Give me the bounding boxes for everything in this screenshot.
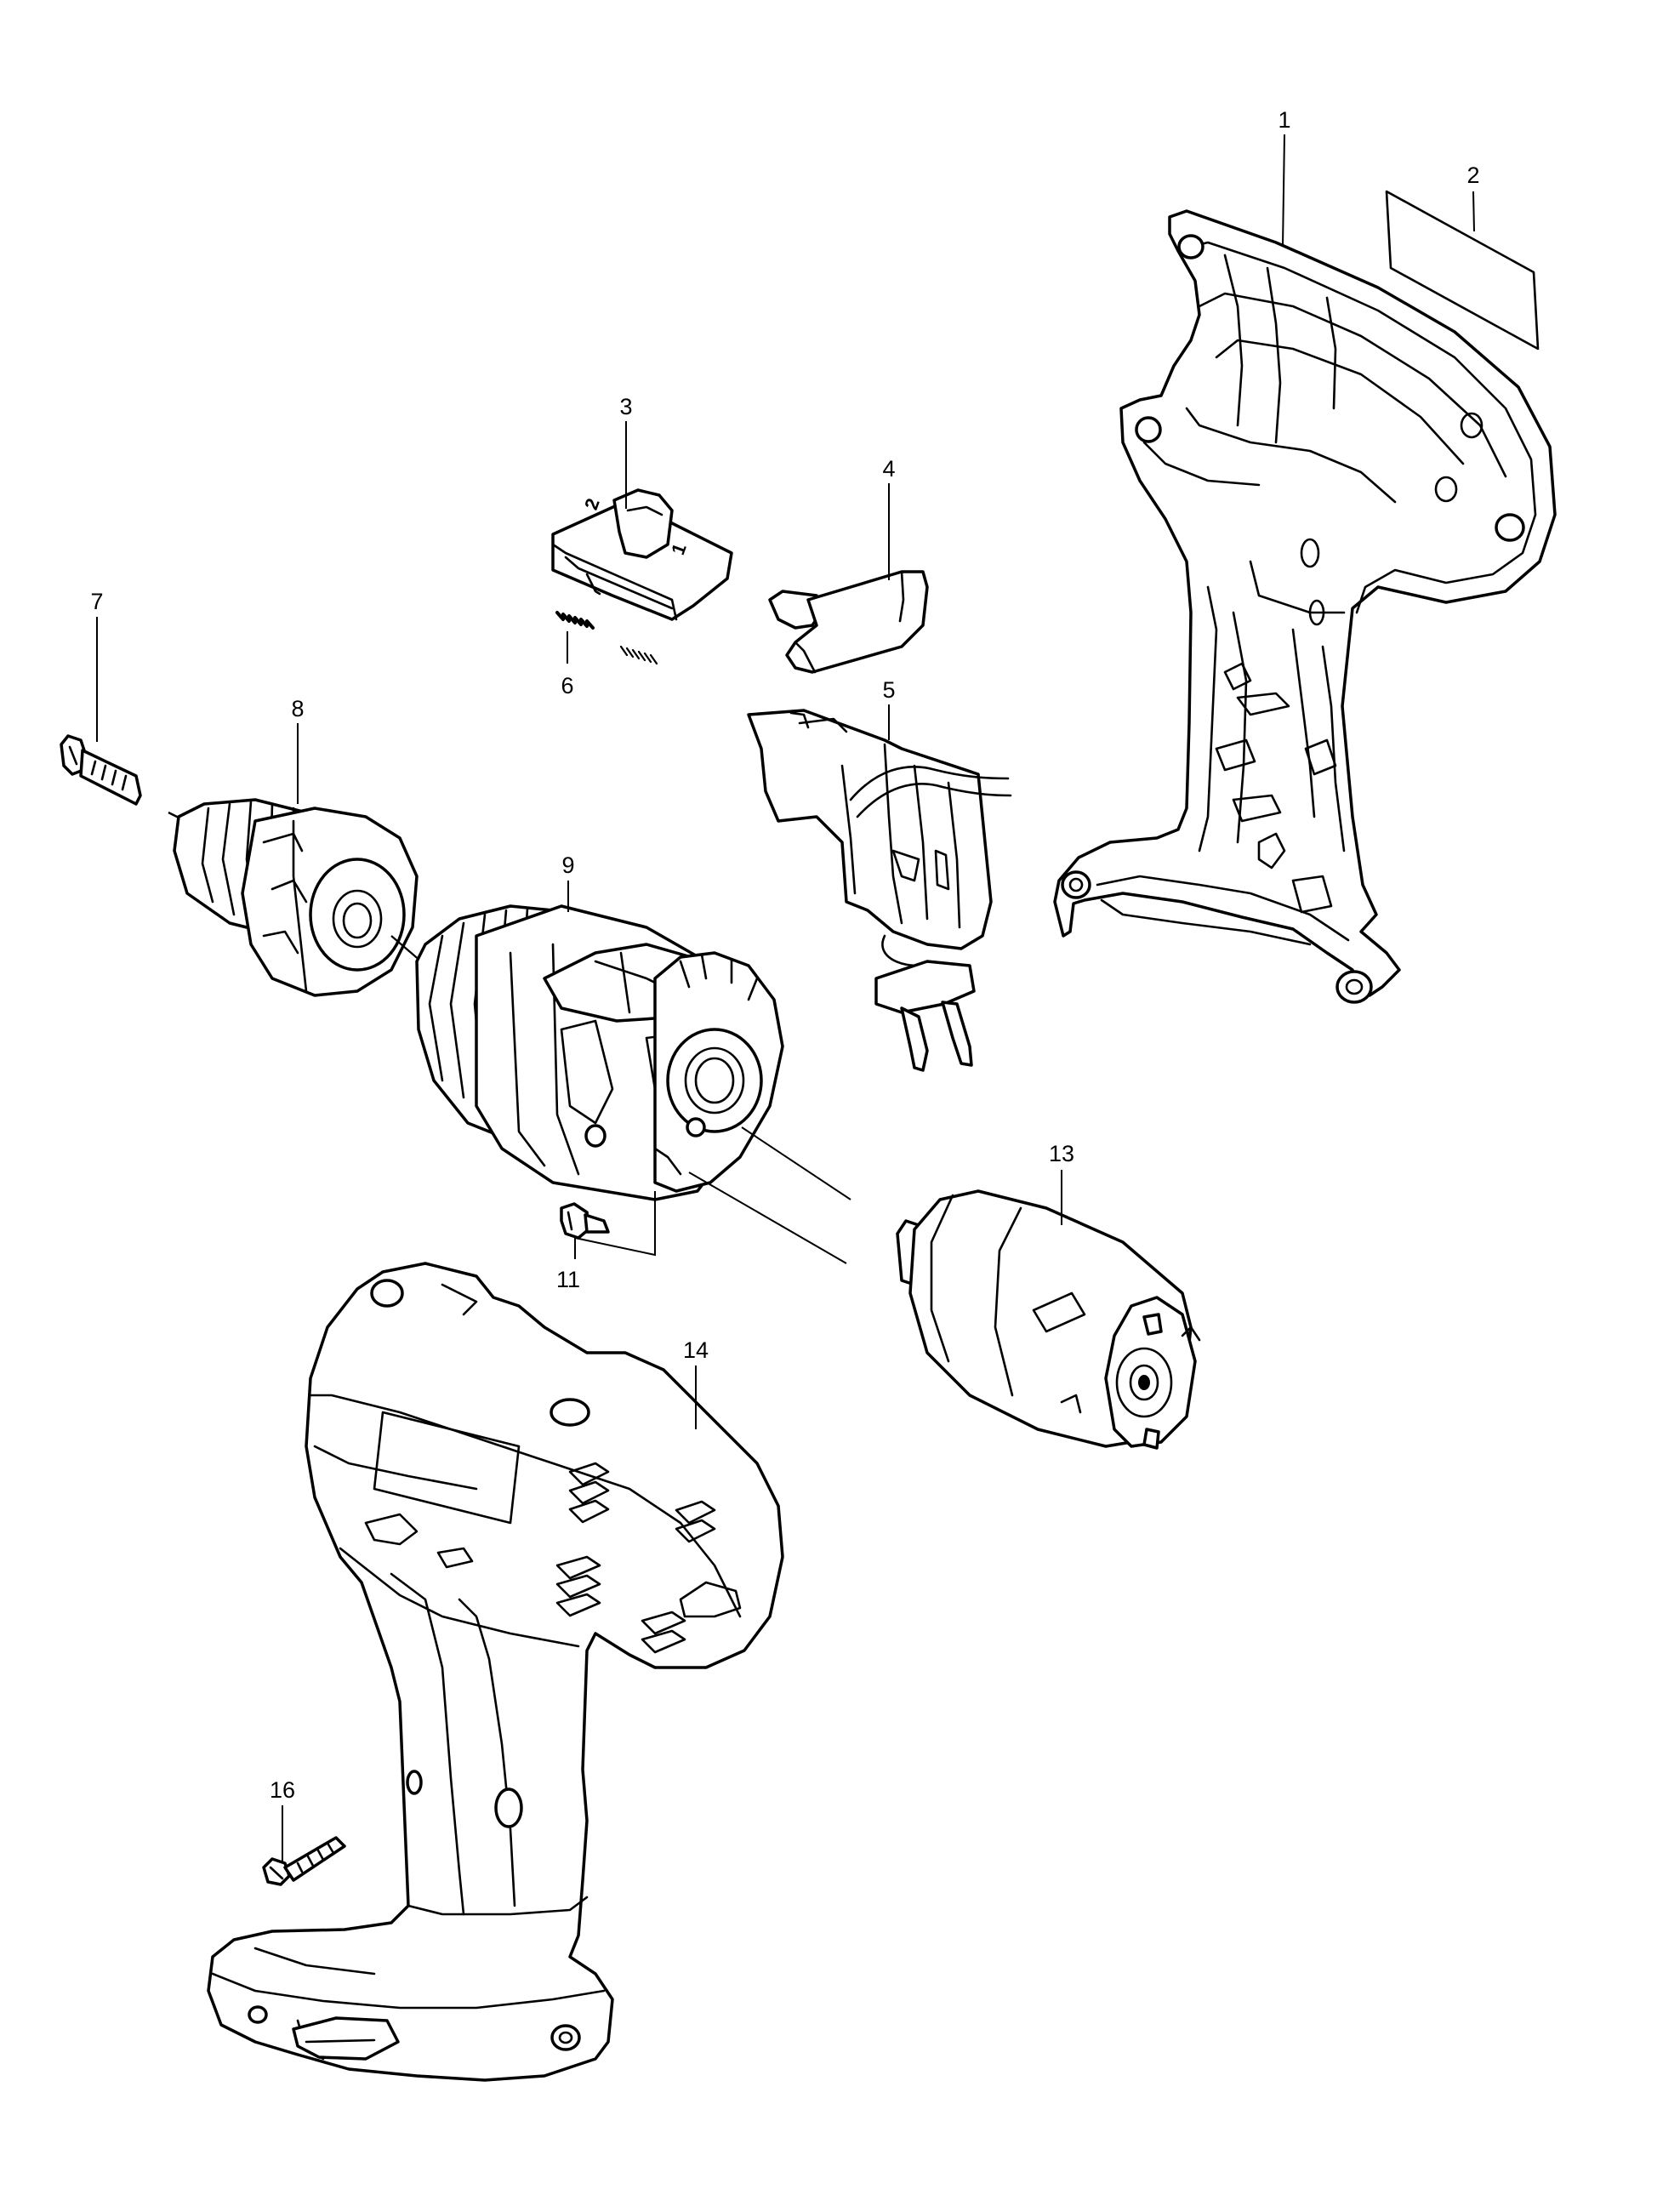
callout-14: 14 <box>683 1337 709 1363</box>
callout-7: 7 <box>90 589 103 614</box>
part-9-gear-assembly <box>415 904 784 1201</box>
knob-mark-low: 2 <box>580 495 604 512</box>
part-2-label <box>1385 190 1540 351</box>
part-6-springs <box>555 611 658 665</box>
callout-2: 2 <box>1466 162 1479 188</box>
leader-11 <box>574 1191 656 1259</box>
callout-8: 8 <box>291 696 304 721</box>
part-8-keyless-chuck <box>168 798 422 997</box>
part-7-screw <box>60 734 142 806</box>
part-14-housing-half <box>207 1262 784 2082</box>
callout-4: 4 <box>882 456 895 482</box>
part-13-motor <box>896 1189 1201 1450</box>
part-16-screw <box>262 1836 346 1886</box>
callout-3: 3 <box>619 394 632 419</box>
callout-16: 16 <box>270 1777 295 1803</box>
axis-line-lower <box>688 1172 847 1264</box>
callout-5: 5 <box>882 677 895 703</box>
leader-2 <box>1472 191 1475 232</box>
callout-labels: 1 2 3 4 5 6 7 8 9 11 13 14 16 <box>90 107 1479 1803</box>
callout-11: 11 <box>556 1267 580 1292</box>
leader-lines <box>96 134 1475 1863</box>
callout-9: 9 <box>561 852 574 878</box>
leader-1 <box>1282 134 1285 248</box>
callout-6: 6 <box>561 673 573 698</box>
part-5-switch <box>747 709 1012 1072</box>
axis-line-upper <box>741 1126 851 1200</box>
part-4-reversing-lever <box>768 570 929 674</box>
part-3-speed-change-knob: 2 1 <box>551 488 733 621</box>
part-1-housing-half <box>1053 209 1557 1004</box>
callout-1: 1 <box>1278 107 1290 133</box>
callout-13: 13 <box>1049 1141 1074 1166</box>
part-11-screw <box>560 1202 610 1240</box>
